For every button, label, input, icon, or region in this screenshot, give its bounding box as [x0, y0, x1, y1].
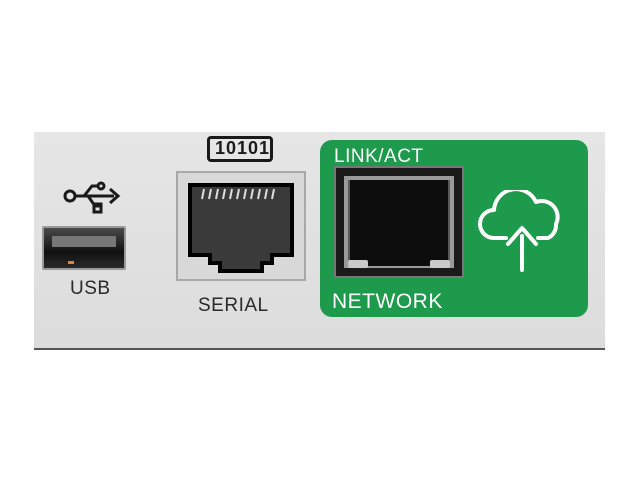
usb-label: USB [70, 278, 111, 299]
usb-icon [63, 181, 121, 214]
cloud-upload-icon [478, 190, 560, 272]
usb-port[interactable] [42, 226, 126, 270]
usb-indicator [68, 261, 74, 264]
network-label: NETWORK [332, 290, 443, 313]
link-led [348, 260, 368, 268]
activity-led [430, 260, 450, 268]
rj45-socket-icon [188, 183, 294, 273]
serial-port[interactable] [176, 171, 306, 281]
ethernet-socket [350, 180, 448, 266]
usb-tongue [52, 236, 116, 247]
serial-label: SERIAL [198, 295, 269, 316]
binary-10101-icon: 10101 [207, 136, 273, 162]
link-act-label: LINK/ACT [334, 146, 424, 167]
ethernet-port[interactable] [334, 166, 464, 278]
